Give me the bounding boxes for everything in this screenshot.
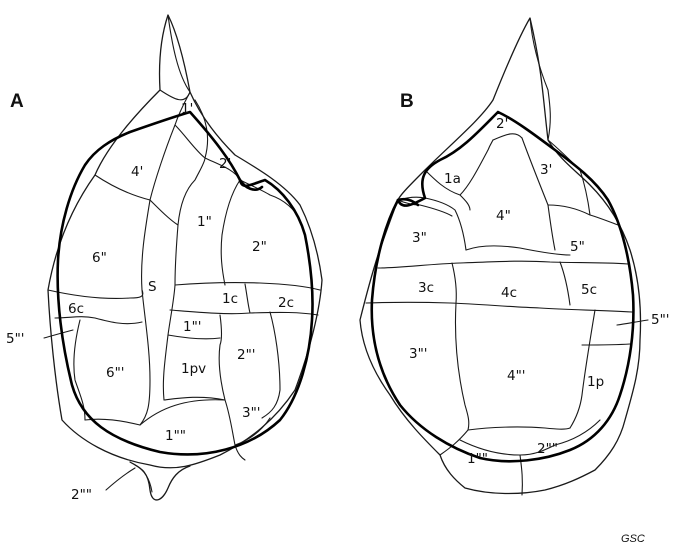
plate-label-6dprime: 6" <box>92 250 107 266</box>
plate-label-b-2prime: 2' <box>496 116 508 132</box>
plate-label-2prime: 2' <box>219 156 231 172</box>
plate-label-b-1qprime: 1"" <box>467 451 488 467</box>
plate-label-6tprime: 6"' <box>106 365 125 381</box>
plate-label-S: S <box>148 279 157 295</box>
plate-label-4prime: 4' <box>131 164 143 180</box>
plate-label-2dprime: 2" <box>252 239 267 255</box>
plate-label-1qprime: 1"" <box>165 428 186 444</box>
plate-label-b-5dprime: 5" <box>570 239 585 255</box>
credit-label: GSC <box>621 533 645 545</box>
panel-a: A <box>6 15 322 503</box>
plate-label-5tprime: 5"' <box>6 331 25 347</box>
plate-label-1prime: 1' <box>181 101 193 117</box>
plate-label-6c: 6c <box>68 301 84 317</box>
plate-label-b-3c: 3c <box>418 280 434 296</box>
plate-label-b-3dprime: 3" <box>412 230 427 246</box>
plate-label-1pv: 1pv <box>181 361 206 377</box>
plate-label-2qprime: 2"" <box>71 487 92 503</box>
plate-label-b-4c: 4c <box>501 285 517 301</box>
plate-label-1tprime: 1"' <box>183 319 202 335</box>
plate-label-b-1a: 1a <box>444 171 461 187</box>
panel-a-letter: A <box>10 91 24 112</box>
plate-label-b-3prime: 3' <box>540 162 552 178</box>
plate-label-3tprime: 3"' <box>242 405 261 421</box>
plate-label-1c: 1c <box>222 291 238 307</box>
plate-label-2c: 2c <box>278 295 294 311</box>
plate-label-b-3tprime: 3"' <box>409 346 428 362</box>
panel-b-letter: B <box>400 91 414 112</box>
plate-label-1dprime: 1" <box>197 214 212 230</box>
plate-label-2tprime: 2"' <box>237 347 256 363</box>
plate-label-b-4dprime: 4" <box>496 208 511 224</box>
panel-b: B 2' 1a 3' <box>360 18 670 495</box>
plate-label-b-5c: 5c <box>581 282 597 298</box>
plate-label-b-1p: 1p <box>587 374 604 390</box>
plate-label-b-5tprime: 5"' <box>651 312 670 328</box>
plate-label-b-2qprime: 2"" <box>537 441 558 457</box>
plate-label-b-4tprime: 4"' <box>507 368 526 384</box>
